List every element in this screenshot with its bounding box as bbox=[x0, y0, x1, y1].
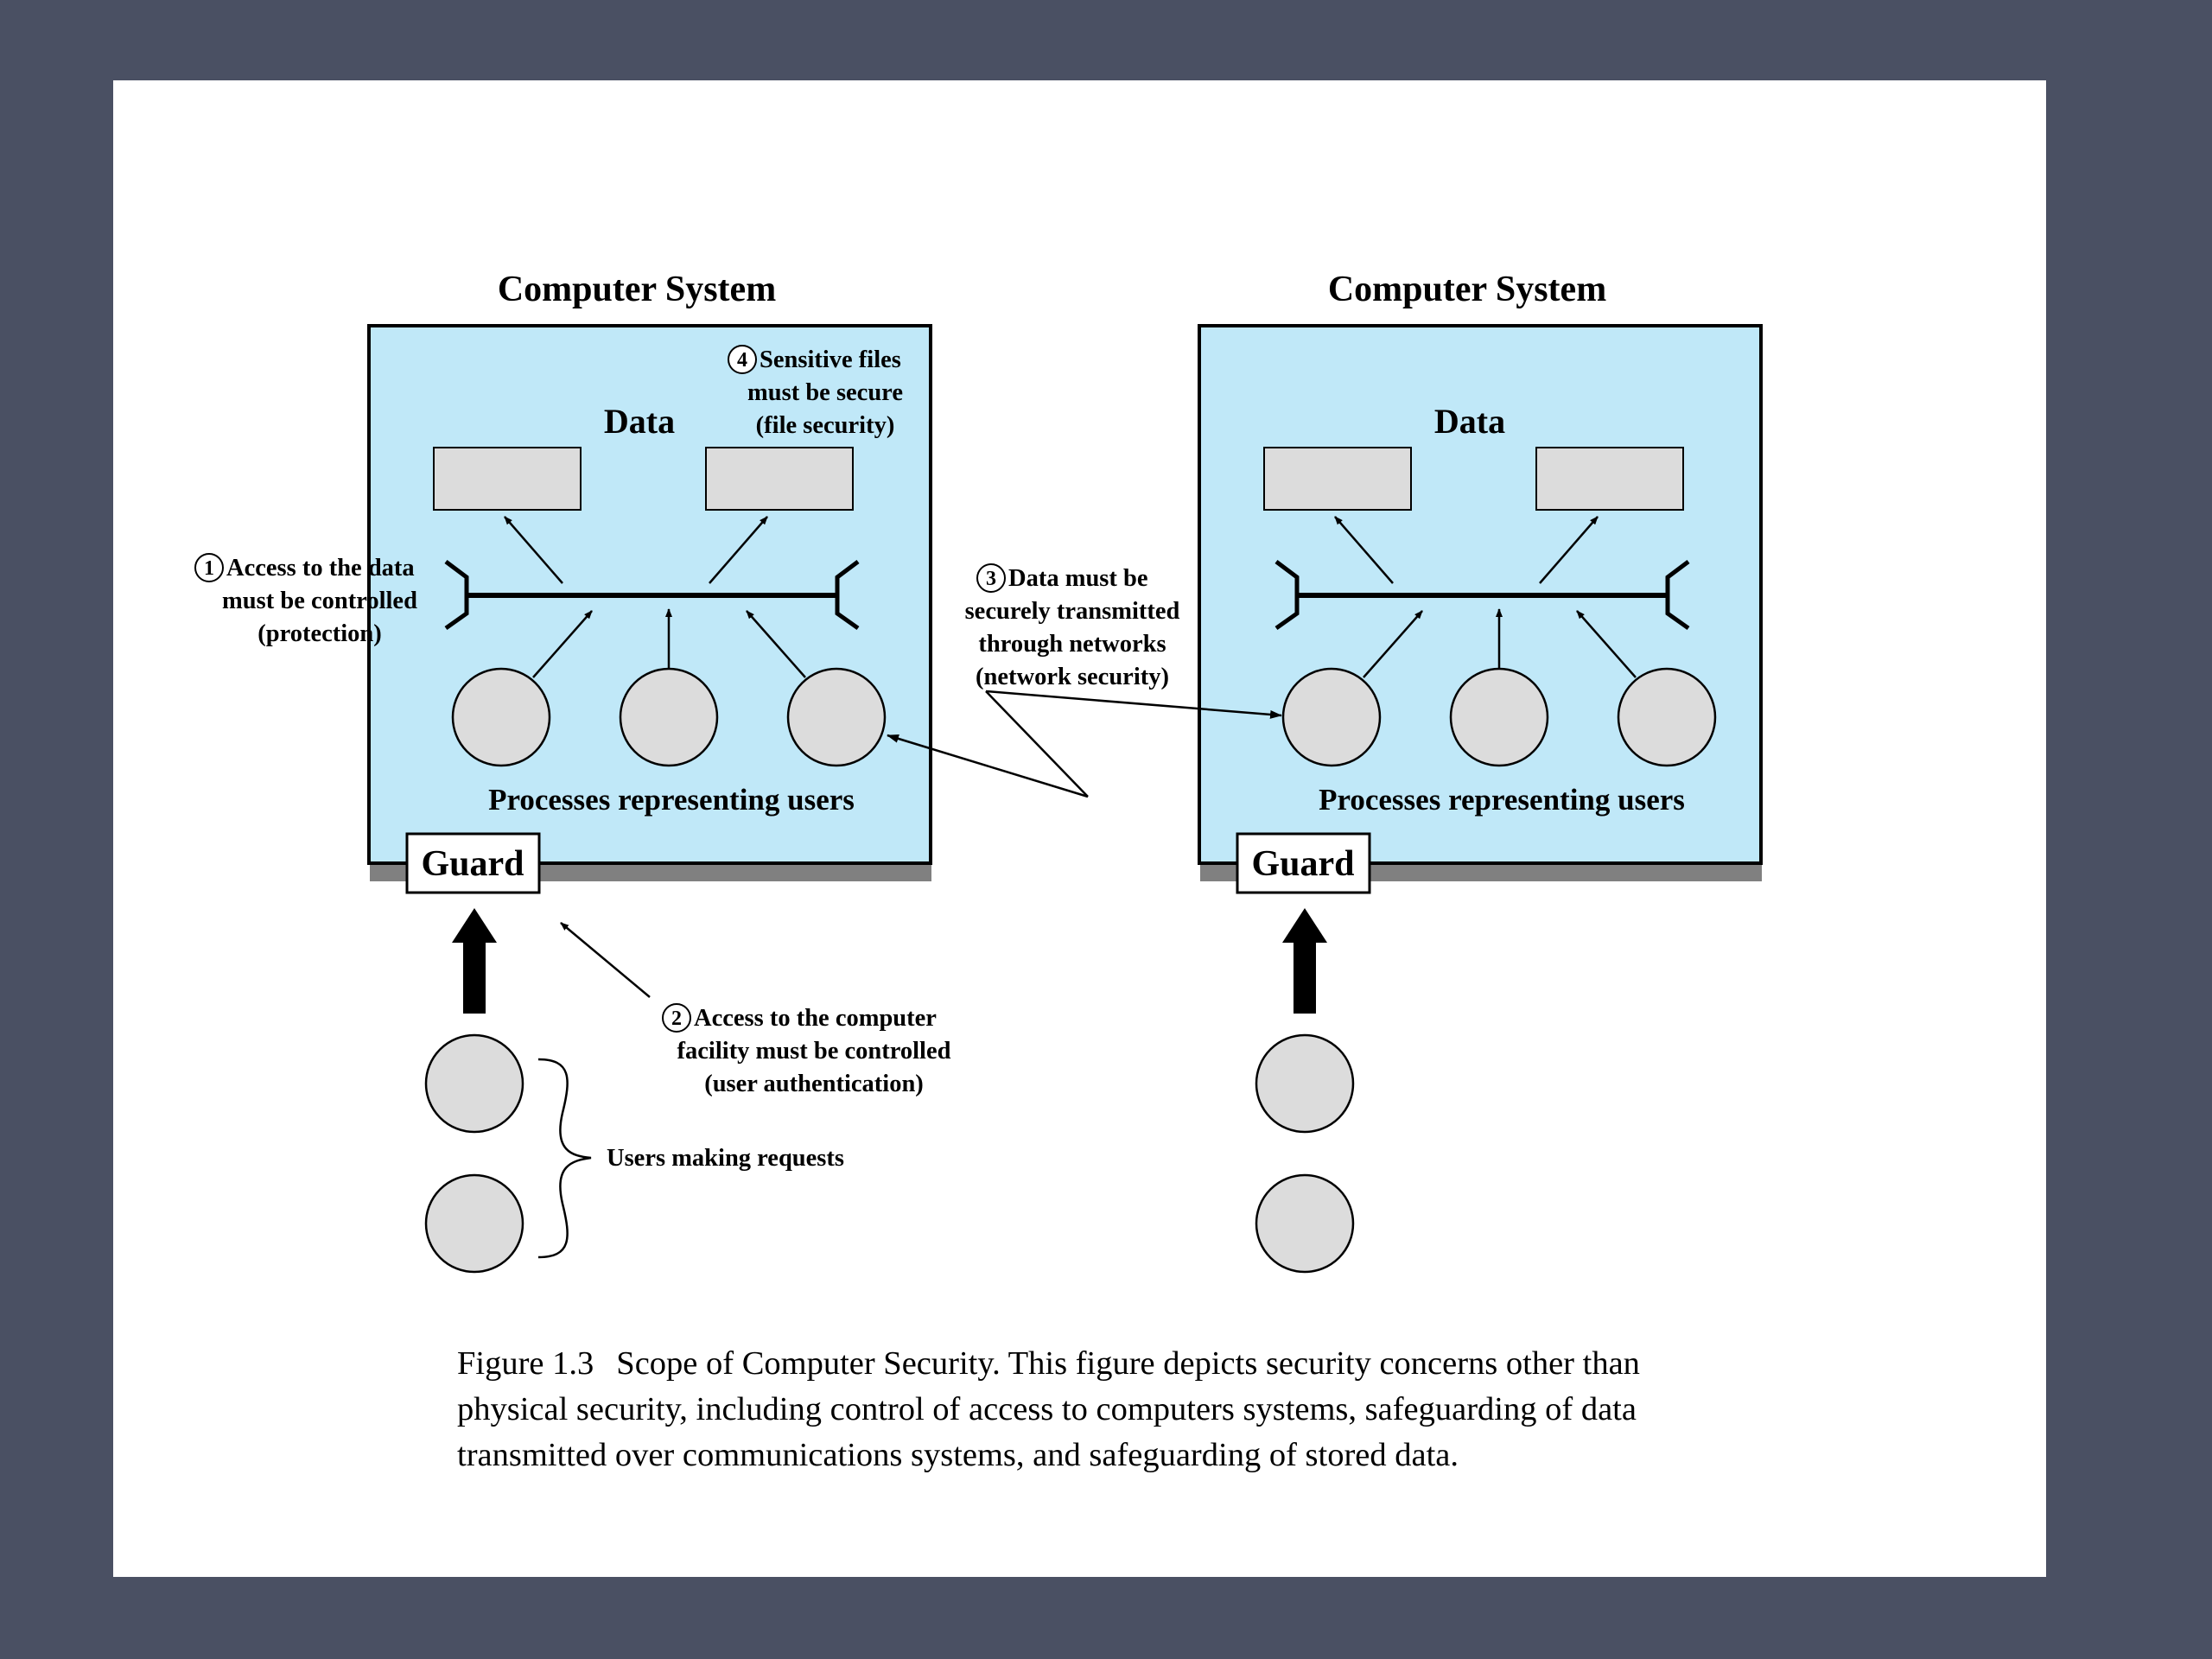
annotation-3-line-1: Data must be bbox=[1008, 565, 1148, 592]
annotation-2-line-2: facility must be controlled bbox=[677, 1038, 951, 1065]
annotation-2-line-1: Access to the computer bbox=[694, 1005, 937, 1032]
right-process-2 bbox=[1449, 667, 1549, 767]
annotation-1-line-1: Access to the data bbox=[226, 555, 415, 582]
annotation-2-pointer bbox=[560, 922, 651, 998]
left-bus bbox=[444, 560, 860, 631]
right-guard-label: Guard bbox=[1251, 844, 1354, 884]
annotation-4-line-1: Sensitive files bbox=[760, 346, 901, 373]
figure-label: Figure 1.3 bbox=[457, 1345, 594, 1382]
left-bus-to-file1-arrow bbox=[504, 516, 563, 584]
right-user-1 bbox=[1255, 1033, 1355, 1134]
right-system-title: Computer System bbox=[1328, 270, 1606, 309]
users-making-requests-label: Users making requests bbox=[607, 1145, 844, 1172]
right-computer-system: Computer System Data Processes represent… bbox=[1198, 270, 1763, 894]
right-user-2 bbox=[1255, 1173, 1355, 1274]
left-bus-to-file2-arrow bbox=[709, 516, 768, 584]
annotation-1-number-circle bbox=[194, 553, 224, 582]
left-process-2 bbox=[619, 667, 719, 767]
left-big-arrow bbox=[452, 908, 497, 1014]
figure-caption-text: Scope of Computer Security. This figure … bbox=[457, 1345, 1640, 1473]
left-proc3-arrow bbox=[746, 610, 806, 678]
left-guard-box bbox=[405, 832, 541, 894]
right-processes-label: Processes representing users bbox=[1319, 783, 1685, 817]
annotation-4-line-2: must be secure bbox=[747, 379, 903, 406]
right-bus bbox=[1274, 560, 1690, 631]
annotation-3-number: 3 bbox=[986, 568, 996, 590]
annotation-3-line-3: through networks bbox=[978, 631, 1166, 658]
right-data-file-2 bbox=[1535, 447, 1684, 511]
annotation-2-number-circle bbox=[662, 1003, 691, 1033]
security-scope-diagram: Computer System Data Processes represent… bbox=[194, 270, 1763, 1274]
annotation-4-number-circle bbox=[728, 345, 757, 374]
left-computer-system: Computer System Data Processes represent… bbox=[367, 270, 932, 894]
right-data-label: Data bbox=[1434, 402, 1505, 441]
left-proc1-arrow bbox=[532, 610, 593, 678]
right-data-file-1 bbox=[1263, 447, 1412, 511]
annotation-4: 4 Sensitive files must be secure (file s… bbox=[728, 345, 903, 439]
left-user-1 bbox=[424, 1033, 524, 1134]
annotation-3-line-2: securely transmitted bbox=[965, 598, 1180, 625]
left-guard-label: Guard bbox=[421, 844, 524, 884]
right-bus-to-file1-arrow bbox=[1334, 516, 1394, 584]
right-process-1 bbox=[1281, 667, 1382, 767]
left-system-title: Computer System bbox=[498, 270, 776, 309]
right-big-arrow bbox=[1282, 908, 1327, 1014]
network-arrow-to-right-process bbox=[985, 690, 1282, 719]
annotation-1: 1 Access to the data must be controlled … bbox=[194, 553, 417, 647]
left-processes-label: Processes representing users bbox=[488, 783, 855, 817]
document-page: Computer System Data Processes represent… bbox=[113, 80, 2046, 1577]
annotation-3: 3 Data must be securely transmitted thro… bbox=[887, 563, 1282, 798]
right-proc1-arrow bbox=[1363, 610, 1423, 678]
left-process-1 bbox=[451, 667, 551, 767]
right-process-3 bbox=[1617, 667, 1717, 767]
left-process-3 bbox=[786, 667, 887, 767]
annotation-2-line-3: (user authentication) bbox=[704, 1071, 924, 1097]
annotation-4-number: 4 bbox=[737, 349, 747, 372]
right-guard-box bbox=[1236, 832, 1371, 894]
network-arrow-to-left-process bbox=[887, 734, 1089, 798]
left-data-label: Data bbox=[604, 402, 675, 441]
left-user-2 bbox=[424, 1173, 524, 1274]
users-brace bbox=[537, 1058, 592, 1259]
left-data-file-1 bbox=[433, 447, 582, 511]
left-data-file-2 bbox=[705, 447, 854, 511]
annotation-1-line-2: must be controlled bbox=[222, 588, 417, 614]
annotation-2-number: 2 bbox=[671, 1007, 682, 1030]
right-proc3-arrow bbox=[1576, 610, 1637, 678]
network-line-to-left-vertex bbox=[985, 690, 1089, 798]
annotation-1-line-3: (protection) bbox=[257, 620, 382, 647]
annotation-2: 2 Access to the computer facility must b… bbox=[560, 922, 951, 1097]
annotation-3-number-circle bbox=[976, 563, 1006, 593]
annotation-4-line-3: (file security) bbox=[756, 412, 895, 439]
right-bus-to-file2-arrow bbox=[1539, 516, 1599, 584]
annotation-1-number: 1 bbox=[204, 557, 214, 580]
annotation-3-line-4: (network security) bbox=[976, 664, 1169, 690]
